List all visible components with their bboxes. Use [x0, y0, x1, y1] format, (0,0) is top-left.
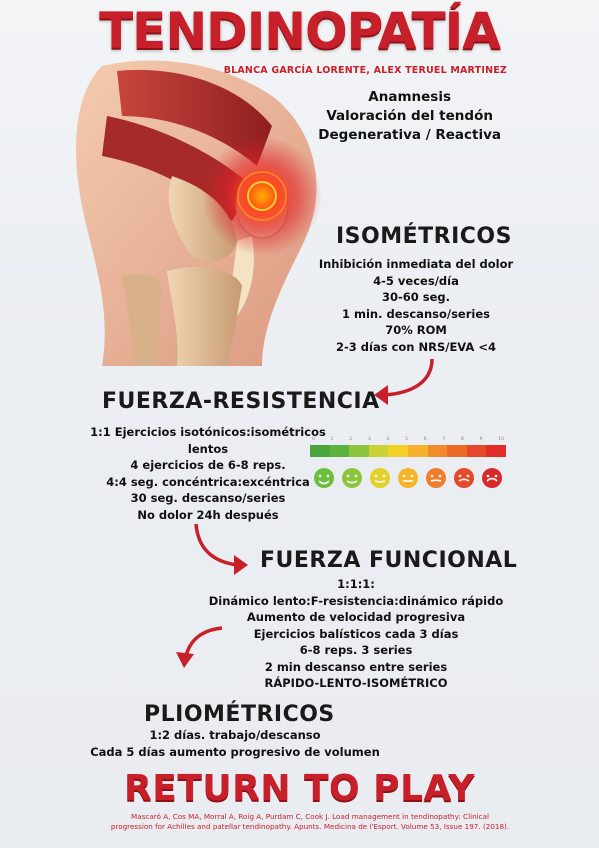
- text-line: 2 min descanso entre series: [264, 659, 448, 674]
- text-line: 4:4 seg. concéntrica:excéntrica: [106, 474, 310, 489]
- reference-line: progression for Achilles and patellar te…: [110, 822, 510, 831]
- intro-line: Degenerativa / Reactiva: [318, 127, 501, 143]
- text-line: Ejercicios balísticos cada 3 días: [253, 626, 459, 641]
- heading-pliometricos: PLIOMÉTRICOS: [144, 702, 335, 727]
- pain-scale-segment: [466, 445, 487, 457]
- intro-block: Anamnesis Valoración del tendón Degenera…: [318, 88, 501, 145]
- pain-scale-tick: 2: [349, 437, 353, 442]
- pain-scale-segment: [427, 445, 448, 457]
- pain-scale: 0 1 2 3 4 5 6 7 8 9 10: [310, 437, 506, 489]
- face-icon: [342, 468, 362, 488]
- pain-scale-segment: [447, 445, 467, 457]
- pain-scale-tick: 9: [479, 437, 483, 442]
- intro-line: Valoración del tendón: [326, 108, 493, 124]
- face-icon: [454, 468, 474, 488]
- pliometricos-block: 1:2 días. trabajo/descanso Cada 5 días a…: [90, 727, 380, 760]
- text-line: 1:1:1:: [337, 577, 375, 591]
- text-line: 4 ejercicios de 6-8 reps.: [130, 458, 286, 472]
- text-line: 70% ROM: [385, 323, 447, 337]
- isometricos-block: Inhibición inmediata del dolor 4-5 veces…: [316, 256, 516, 355]
- text-line: RÁPIDO-LENTO-ISOMÉTRICO: [264, 676, 448, 690]
- text-line: 1 min. descanso/series: [342, 306, 490, 321]
- pain-scale-segment: [388, 445, 408, 457]
- heading-isometricos: ISOMÉTRICOS: [336, 224, 512, 249]
- face-icon: [426, 468, 446, 488]
- pain-scale-segment: [368, 445, 389, 457]
- pain-scale-tick: 6: [423, 437, 427, 442]
- text-line: 4-5 veces/día: [373, 273, 459, 288]
- text-line: 6-8 reps. 3 series: [299, 643, 413, 657]
- text-line: Inhibición inmediata del dolor: [318, 257, 514, 271]
- pain-scale-tick: 3: [367, 437, 371, 442]
- text-line: 30 seg. descanso/series: [130, 491, 286, 505]
- text-line: No dolor 24h después: [137, 507, 279, 522]
- pain-scale-segment: [486, 445, 506, 457]
- text-line: Aumento de velocidad progresiva: [246, 610, 466, 624]
- arrow-icon: [194, 523, 248, 575]
- reference: Mascaró A, Cos MA, Morral A, Roig A, Pur…: [100, 812, 520, 832]
- text-line: 30-60 seg.: [381, 290, 451, 304]
- arrow-icon: [374, 358, 434, 405]
- pain-scale-segment: [329, 445, 350, 457]
- pain-scale-tick: 8: [461, 437, 464, 442]
- pain-scale-tick: 5: [405, 437, 408, 442]
- text-line: Dinámico lento:F-resistencia:dinámico rá…: [208, 593, 504, 608]
- fuerza-funcional-block: 1:1:1: Dinámico lento:F-resistencia:diná…: [196, 576, 516, 692]
- face-icon: [314, 468, 334, 488]
- knee-illustration: [76, 60, 322, 366]
- pain-scale-tick: 4: [386, 437, 390, 442]
- pain-scale-tick: 1: [330, 437, 334, 442]
- text-line: 2-3 días con NRS/EVA <4: [336, 339, 496, 354]
- pain-scale-tick: 0: [312, 437, 315, 442]
- face-icon: [482, 468, 502, 488]
- fuerza-resistencia-block: 1:1 Ejercicios isotónicos:isométricos le…: [88, 424, 328, 523]
- pain-scale-segment: [349, 445, 369, 457]
- text-line: 1:2 días. trabajo/descanso: [149, 728, 321, 742]
- pain-scale-bar: [310, 445, 506, 457]
- heading-fuerza-funcional: FUERZA FUNCIONAL: [260, 548, 518, 573]
- text-line: lentos: [187, 441, 229, 456]
- pain-scale-faces: [310, 467, 506, 489]
- face-icon: [398, 468, 418, 488]
- reference-line: Mascaró A, Cos MA, Morral A, Roig A, Pur…: [131, 812, 489, 821]
- page-title: TENDINOPATÍA: [99, 2, 501, 60]
- intro-line: Anamnesis: [368, 89, 451, 105]
- text-line: Cada 5 días aumento progresivo de volume…: [90, 744, 380, 759]
- pain-scale-segment: [407, 445, 428, 457]
- heading-fuerza-resistencia: FUERZA-RESISTENCIA: [102, 389, 380, 414]
- pain-scale-tick: 7: [442, 437, 446, 442]
- return-to-play: RETURN TO PLAY: [124, 768, 475, 809]
- pain-scale-tick: 10: [498, 437, 504, 442]
- pain-scale-ticks: 0 1 2 3 4 5 6 7 8 9 10: [310, 437, 506, 445]
- authors: BLANCA GARCÍA LORENTE, ALEX TERUEL MARTI…: [223, 65, 507, 76]
- pain-scale-segment: [310, 445, 330, 457]
- text-line: 1:1 Ejercicios isotónicos:isométricos: [90, 425, 326, 439]
- face-icon: [370, 468, 390, 488]
